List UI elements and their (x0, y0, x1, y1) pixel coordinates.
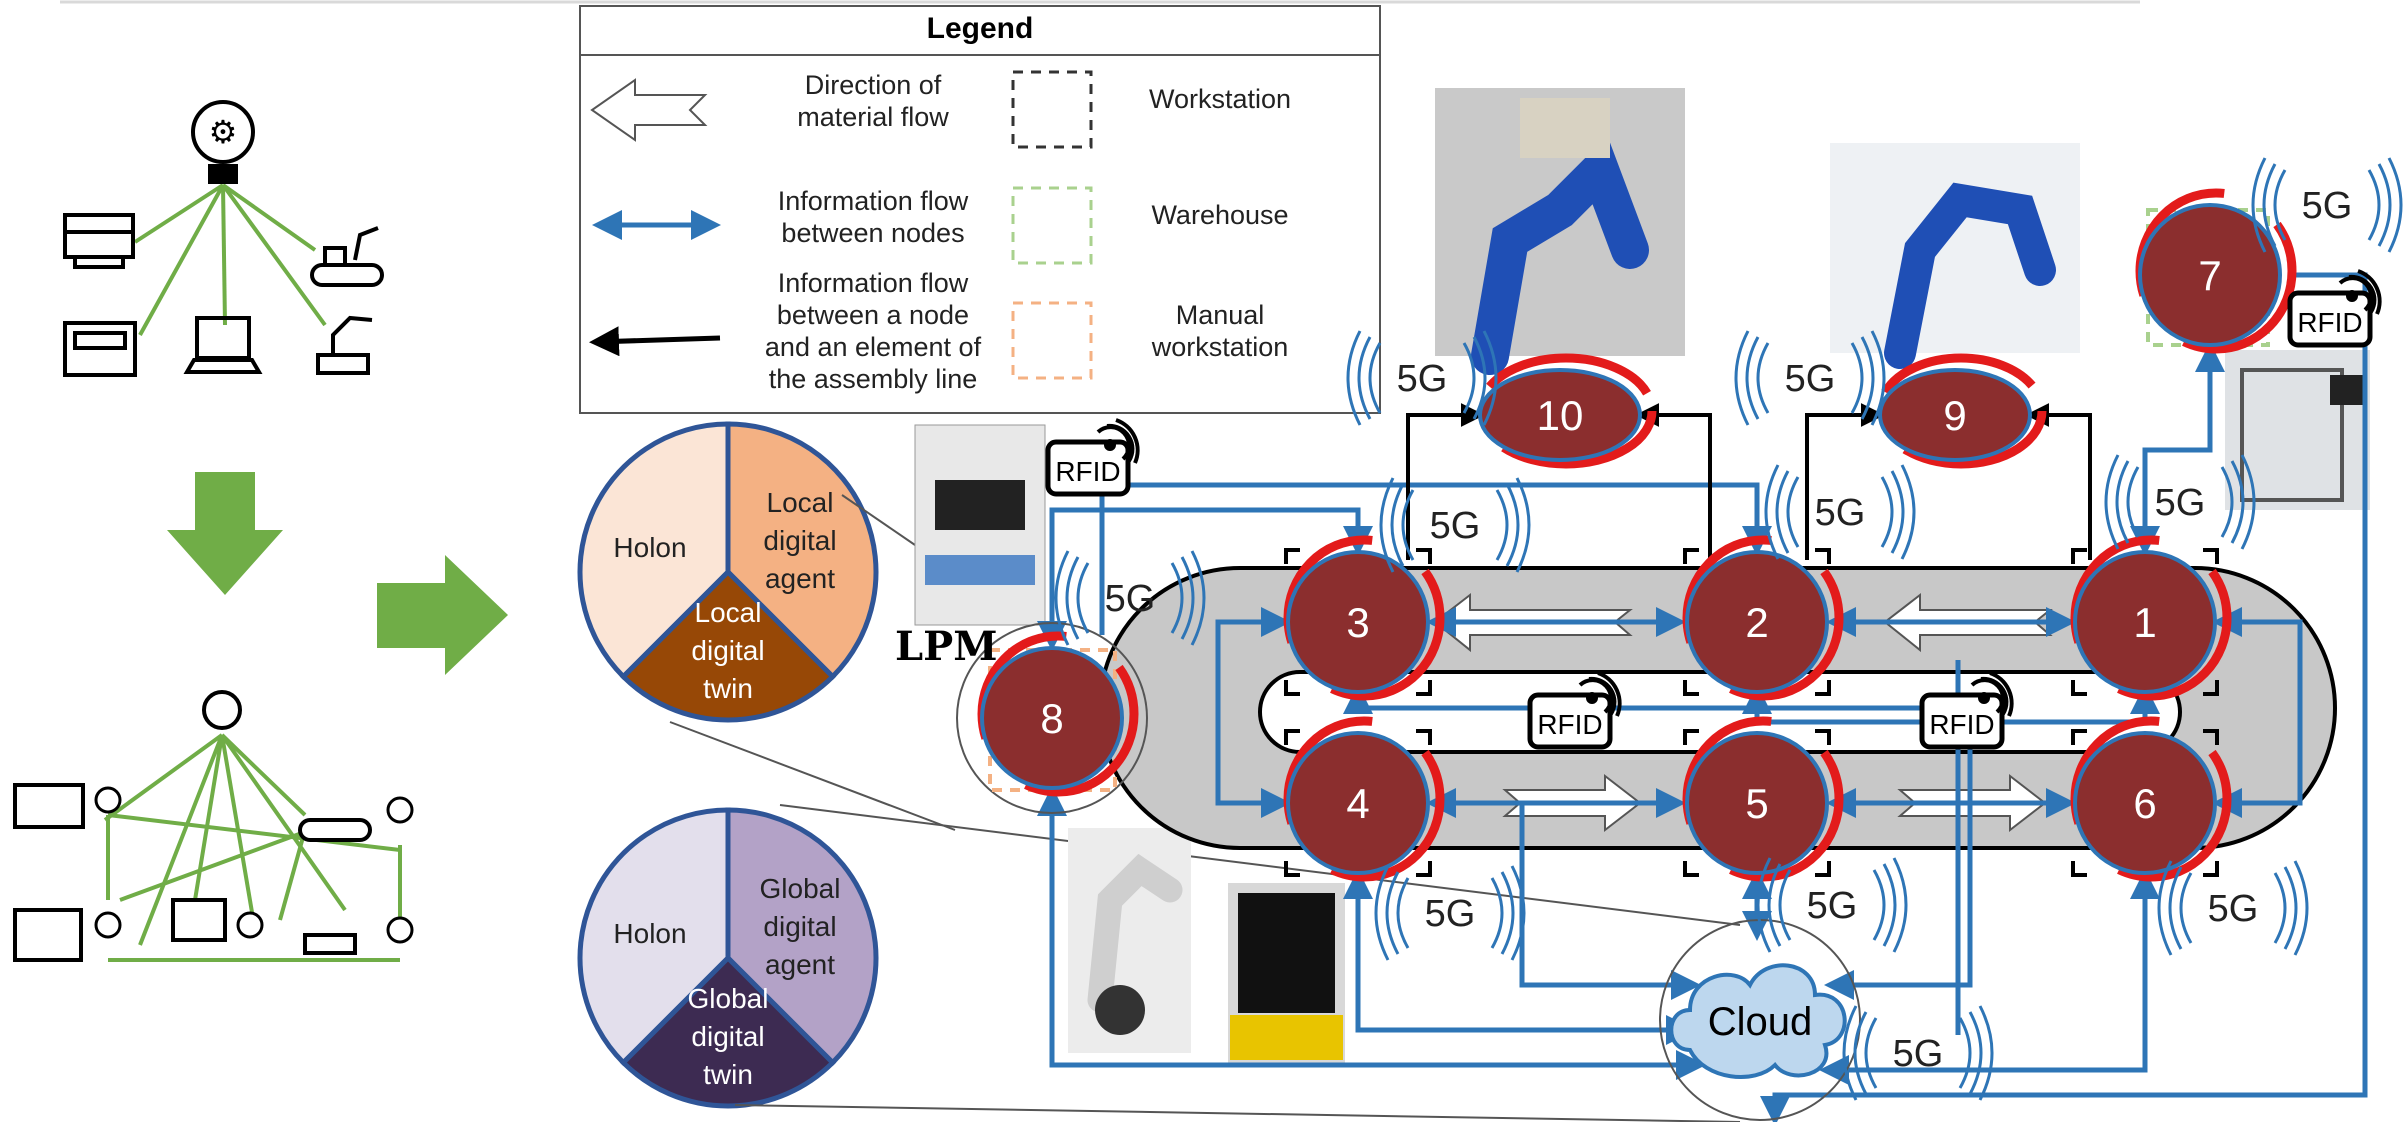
svg-text:⚙: ⚙ (209, 114, 238, 150)
workstation-symbol (1011, 70, 1093, 149)
fiveg-badge-7: 5G (2104, 454, 2256, 550)
rfid-badge-4: RFID (2287, 269, 2382, 348)
legend-item-5: Warehouse (1151, 200, 1288, 230)
legend-title: Legend (927, 12, 1034, 45)
fiveg-badge-1: 5G (1346, 330, 1498, 426)
lpm-circle (956, 622, 1148, 814)
manual-workstation-symbol (1011, 301, 1093, 380)
rfid-label: RFID (1537, 709, 1602, 740)
fiveg-label: 5G (1425, 893, 1476, 935)
fiveg-badge-2: 5G (1734, 330, 1886, 426)
fiveg-badge-5: 5G (1764, 464, 1916, 560)
node-label: 1 (2133, 599, 2156, 646)
node-label: 5 (1745, 780, 1768, 827)
fiveg-badge-10: 5G (2157, 860, 2309, 956)
global-pie-slice-1 (577, 807, 731, 1067)
fiveg-badge-8: 5G (1374, 865, 1526, 961)
rfid-label: RFID (1929, 709, 1994, 740)
computer-icon (183, 316, 263, 374)
fiveg-badge-11: 5G (1842, 1005, 1994, 1101)
local-pie-slice-3 (619, 568, 837, 723)
node-7[interactable]: 7 (2135, 188, 2297, 354)
node-4[interactable]: 4 (1283, 716, 1445, 882)
node-9[interactable]: 9 (1875, 353, 2047, 469)
fiveg-label: 5G (1430, 505, 1481, 547)
rfid-label: RFID (2297, 307, 2362, 338)
legend-item-4: Workstation (1149, 84, 1291, 114)
machine-icon (63, 213, 135, 269)
distributed-architecture (13, 690, 414, 962)
node-3[interactable]: 3 (1283, 535, 1445, 701)
cobot-photo (1068, 828, 1191, 1053)
local-pie-label-1: Holon (613, 532, 686, 563)
material-flow-arrow-symbol (590, 78, 708, 142)
bulb-gear-icon: ⚙ (191, 100, 255, 184)
node-1[interactable]: 1 (2070, 535, 2232, 701)
fiveg-badge-4: 5G (1379, 477, 1531, 573)
robot-conveyor-icon (310, 226, 384, 287)
rfid-badge-1: RFID (1045, 418, 1140, 497)
cloud-label: Cloud (1708, 1000, 1813, 1044)
fiveg-badge-3: 5G (2251, 157, 2403, 253)
lpm-label: LPM (895, 623, 997, 670)
node-label: 9 (1943, 392, 1966, 439)
node-2[interactable]: 2 (1682, 535, 1844, 701)
node-label: 3 (1346, 599, 1369, 646)
local-pie-slice-1 (577, 421, 731, 681)
fiveg-label: 5G (2155, 482, 2206, 524)
fiveg-label: 5G (1397, 358, 1448, 400)
fiveg-badge-9: 5G (1756, 857, 1908, 953)
fiveg-label: 5G (2302, 185, 2353, 227)
machine-photo (1228, 883, 1345, 1063)
workstation-photo (914, 424, 1046, 626)
fiveg-badge-6: 5G (1054, 550, 1206, 646)
global-pie-slice-3 (619, 954, 837, 1109)
fiveg-label: 5G (1785, 358, 1836, 400)
global-pie-label-1: Holon (613, 918, 686, 949)
warehouse-photo (2225, 350, 2370, 510)
node-6[interactable]: 6 (2070, 716, 2232, 882)
rfid-label: RFID (1055, 456, 1120, 487)
green-right-arrow (377, 555, 508, 675)
fiveg-label: 5G (1105, 578, 1156, 620)
local-pie-slice-2 (725, 421, 879, 681)
node-label: 7 (2198, 252, 2221, 299)
node-10[interactable]: 10 (1475, 353, 1657, 469)
node-label: 2 (1745, 599, 1768, 646)
fiveg-label: 5G (1807, 885, 1858, 927)
rfid-badge-2: RFID (1527, 671, 1622, 750)
node-label: 6 (2133, 780, 2156, 827)
fiveg-label: 5G (1893, 1033, 1944, 1075)
info-flow-element-symbol (589, 326, 721, 357)
green-down-arrow (167, 472, 283, 595)
node-label: 8 (1040, 695, 1063, 742)
node-8[interactable]: 8 (977, 631, 1139, 797)
global-pie-slice-2 (725, 807, 879, 1067)
node-label: 4 (1346, 780, 1369, 827)
fiveg-label: 5G (1815, 492, 1866, 534)
robot-arm-icon (316, 315, 373, 375)
cloud: Cloud (1659, 919, 1861, 1121)
warehouse-symbol (1011, 186, 1093, 265)
robot-arm-photo-10 (1435, 88, 1685, 375)
robot-arm-photo-9 (1830, 143, 2080, 369)
centralized-architecture: ⚙ (63, 100, 384, 377)
node-label: 10 (1537, 392, 1584, 439)
rfid-badge-3: RFID (1919, 671, 2014, 750)
control-panel-icon (63, 321, 137, 377)
fiveg-label: 5G (2208, 888, 2259, 930)
